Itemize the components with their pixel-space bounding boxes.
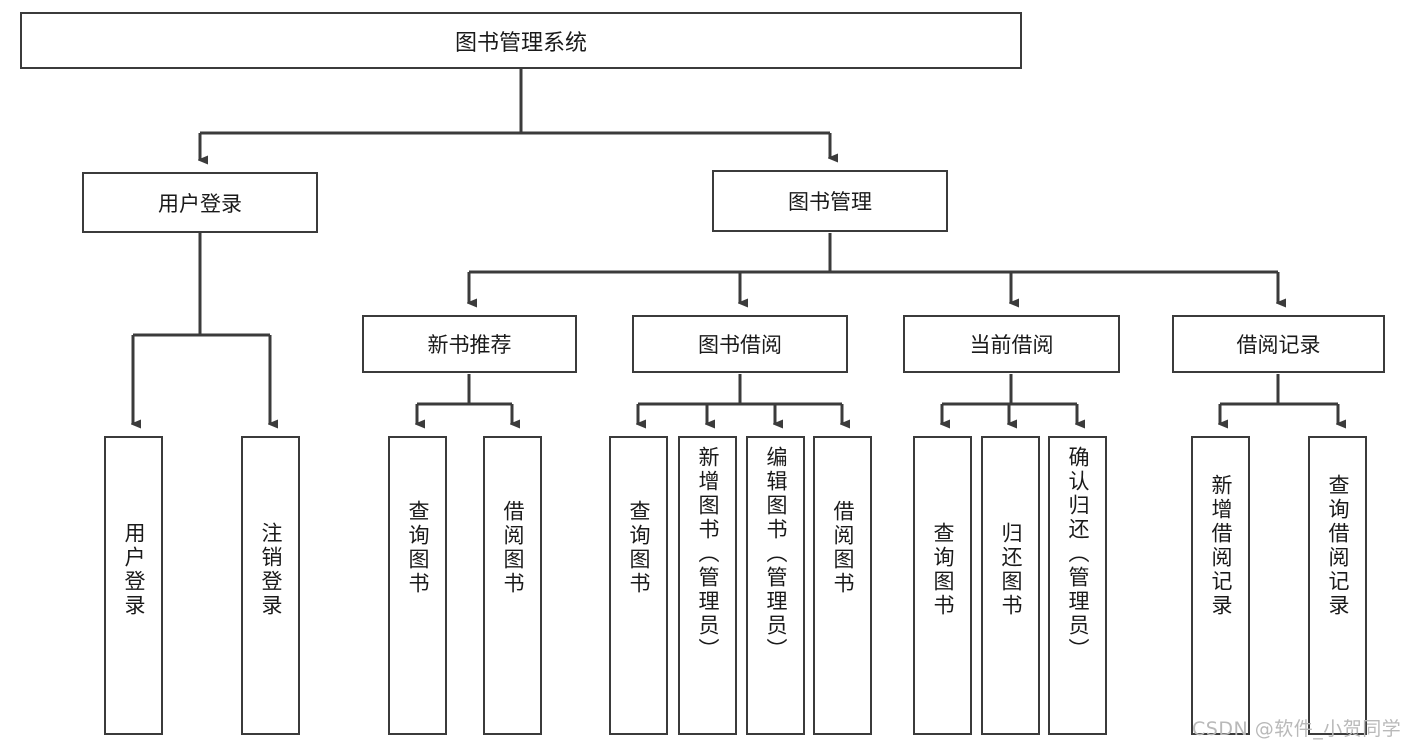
node-new-book-recommend-label: 新书推荐 [427, 333, 512, 357]
leaf-edit-book-admin-label: 编辑图书（管理员） [764, 446, 788, 662]
leaf-user-login-label: 用户登录 [122, 522, 146, 618]
node-book-borrow-label: 图书借阅 [698, 333, 782, 357]
node-current-borrow-label: 当前借阅 [969, 333, 1054, 357]
leaf-query-book-current[interactable]: 查询图书 [913, 436, 972, 735]
node-root[interactable]: 图书管理系统 [20, 12, 1022, 69]
leaf-add-borrow-record-label: 新增借阅记录 [1209, 474, 1233, 618]
leaf-add-book-admin[interactable]: 新增图书（管理员） [678, 436, 737, 735]
leaf-query-book-recommend[interactable]: 查询图书 [388, 436, 447, 735]
leaf-query-book-borrow-label: 查询图书 [627, 500, 651, 596]
node-book-management-label: 图书管理 [788, 190, 872, 214]
node-book-borrow[interactable]: 图书借阅 [632, 315, 848, 373]
leaf-confirm-return-admin-label: 确认归还（管理员） [1066, 446, 1090, 662]
node-borrow-record-label: 借阅记录 [1236, 333, 1321, 357]
leaf-borrow-book-recommend[interactable]: 借阅图书 [483, 436, 542, 735]
leaf-edit-book-admin[interactable]: 编辑图书（管理员） [746, 436, 805, 735]
node-new-book-recommend[interactable]: 新书推荐 [362, 315, 577, 373]
node-root-label: 图书管理系统 [454, 30, 587, 56]
leaf-query-book-current-label: 查询图书 [931, 522, 955, 618]
leaf-logout[interactable]: 注销登录 [241, 436, 300, 735]
leaf-add-borrow-record[interactable]: 新增借阅记录 [1191, 436, 1250, 735]
node-borrow-record[interactable]: 借阅记录 [1172, 315, 1385, 373]
node-current-borrow[interactable]: 当前借阅 [903, 315, 1120, 373]
watermark-text: CSDN @软件_小贺同学 [1192, 718, 1402, 740]
leaf-borrow-book-action[interactable]: 借阅图书 [813, 436, 872, 735]
leaf-add-book-admin-label: 新增图书（管理员） [696, 446, 720, 662]
leaf-user-login[interactable]: 用户登录 [104, 436, 163, 735]
leaf-logout-label: 注销登录 [259, 522, 283, 618]
leaf-borrow-book-recommend-label: 借阅图书 [501, 500, 525, 596]
node-user-login-label: 用户登录 [158, 191, 242, 216]
leaf-query-borrow-record-label: 查询借阅记录 [1326, 474, 1350, 618]
leaf-return-book[interactable]: 归还图书 [981, 436, 1040, 735]
leaf-borrow-book-action-label: 借阅图书 [831, 500, 855, 596]
leaf-query-book-recommend-label: 查询图书 [406, 500, 430, 596]
leaf-query-book-borrow[interactable]: 查询图书 [609, 436, 668, 735]
node-book-management[interactable]: 图书管理 [712, 170, 948, 232]
leaf-confirm-return-admin[interactable]: 确认归还（管理员） [1048, 436, 1107, 735]
node-user-login[interactable]: 用户登录 [82, 172, 318, 233]
leaf-return-book-label: 归还图书 [999, 522, 1023, 618]
leaf-query-borrow-record[interactable]: 查询借阅记录 [1308, 436, 1367, 735]
